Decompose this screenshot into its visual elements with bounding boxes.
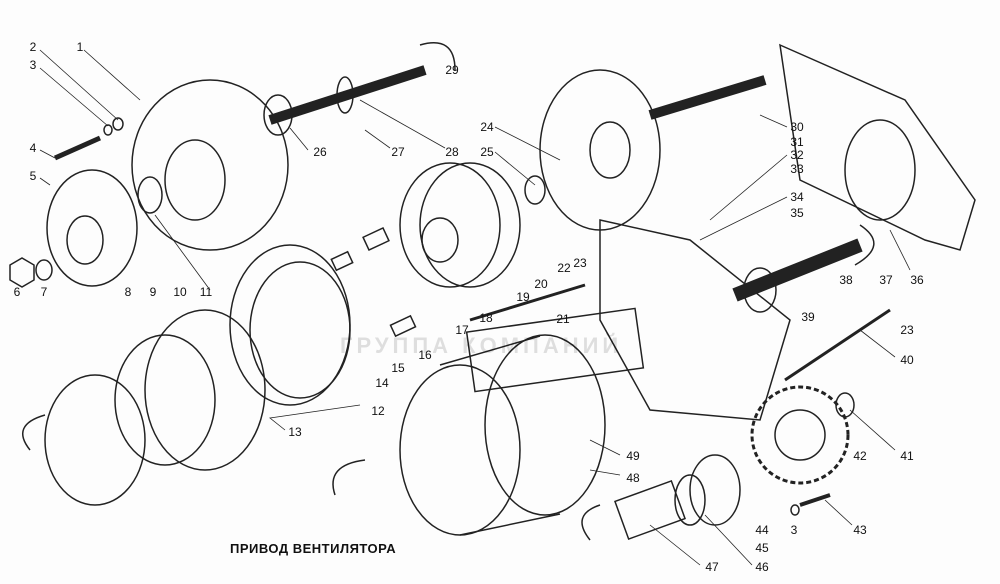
part-label: 17 [455,323,469,337]
part-label: 46 [755,560,769,574]
nut [9,257,35,288]
part-label: 33 [790,162,804,176]
part-label: 35 [790,206,804,220]
part-label: 7 [40,285,48,299]
rod [469,283,586,322]
part-label: 43 [853,523,867,537]
part-label: 18 [479,311,493,325]
part-label: 26 [313,145,327,159]
gasket [779,43,976,251]
part-label: 4 [29,141,37,155]
part-label: 34 [790,190,804,204]
leader-lines [39,49,911,566]
part-label: 37 [879,273,893,287]
part-label: 24 [480,120,494,134]
diagram-title: ПРИВОД ВЕНТИЛЯТОРА [230,541,397,556]
cover [539,69,661,231]
gear [750,385,850,485]
part-label: 14 [375,376,389,390]
spring [330,250,354,272]
pump-body [599,219,791,421]
piston-block [399,162,501,288]
part-label: 28 [445,145,459,159]
shaft [268,65,427,125]
bearing [689,454,741,526]
part-label: 8 [124,285,132,299]
part-label: 38 [839,273,853,287]
part-label: 48 [626,471,640,485]
bolt [53,135,102,161]
part-label: 36 [910,273,924,287]
part-label: 31 [790,135,804,149]
part-label: 41 [900,449,914,463]
part-label: 20 [534,277,548,291]
housing [131,79,289,251]
part-label: 25 [480,145,494,159]
part-label: 15 [391,361,405,375]
part-label: 30 [790,120,804,134]
flange [46,169,138,287]
part-label: 3 [29,58,37,72]
part-label: 12 [371,404,385,418]
part-label: 40 [900,353,914,367]
pressure-plate [229,244,351,406]
part-label: 3 [790,523,798,537]
part-label: 47 [705,560,719,574]
part-label: 32 [790,148,804,162]
part-label: 22 [557,261,571,275]
part-label: 5 [29,169,37,183]
part-label: 29 [445,63,459,77]
drum [399,364,521,536]
part-label: 23 [900,323,914,337]
part-label: 21 [556,312,570,326]
washer [35,259,53,281]
part-label: 39 [801,310,815,324]
watermark: ГРУППА КОМПАНИЙ [340,333,623,358]
friction-disc [44,374,146,506]
part-label: 49 [626,449,640,463]
part-label: 11 [199,285,213,299]
part-label: 44 [755,523,769,537]
part-label: 1 [76,40,84,54]
part-label: 9 [149,285,157,299]
part-label: 16 [418,348,432,362]
part-label: 19 [516,290,530,304]
part-label: 2 [29,40,37,54]
part-label: 13 [288,425,302,439]
part-label: 45 [755,541,769,555]
part-label: 23 [573,256,587,270]
part-label: 42 [853,449,867,463]
part-label: 27 [391,145,405,159]
part-label: 6 [13,285,21,299]
part-label: 10 [173,285,187,299]
long-bolt [784,308,891,382]
